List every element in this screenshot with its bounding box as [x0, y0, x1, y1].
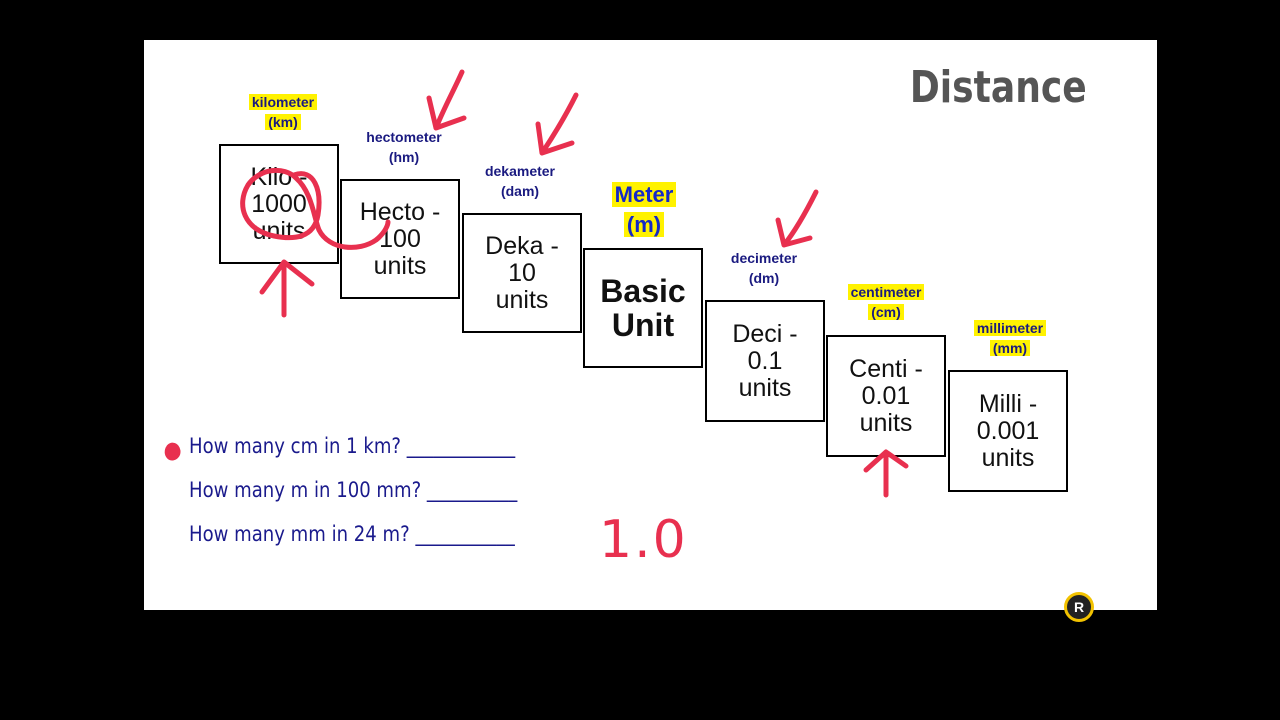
label-millimeter: millimeter (mm)	[960, 318, 1060, 358]
red-ink-annotations	[164, 69, 909, 498]
label-kilometer: kilometer (km)	[236, 92, 330, 132]
ink-loop	[240, 167, 391, 250]
ink-arrow-centi	[863, 449, 909, 498]
ink-arrow-hecto	[426, 69, 467, 131]
ink-bullet-dot	[164, 442, 181, 461]
question-2: How many m in 100 mm? __________	[189, 478, 518, 502]
label-decimeter: decimeter (dm)	[730, 250, 798, 286]
handwritten-answer: 1.0	[599, 510, 688, 570]
ink-arrow-deci	[775, 189, 819, 248]
slide-title: Distance	[910, 62, 1087, 113]
question-1: How many cm in 1 km? ____________	[189, 434, 516, 458]
app-badge-icon[interactable]: R	[1064, 592, 1094, 622]
label-centimeter: centimeter (cm)	[834, 282, 938, 322]
question-3: How many mm in 24 m? ___________	[189, 522, 515, 546]
label-dekameter: dekameter (dam)	[484, 163, 556, 199]
slide: Distance kilometer (km) hectometer (hm) …	[144, 40, 1157, 610]
label-hectometer: hectometer (hm)	[366, 129, 442, 165]
label-meter: Meter (m)	[590, 180, 698, 240]
ink-arrow-deka	[535, 92, 579, 156]
ink-arrow-kilo	[259, 259, 315, 318]
